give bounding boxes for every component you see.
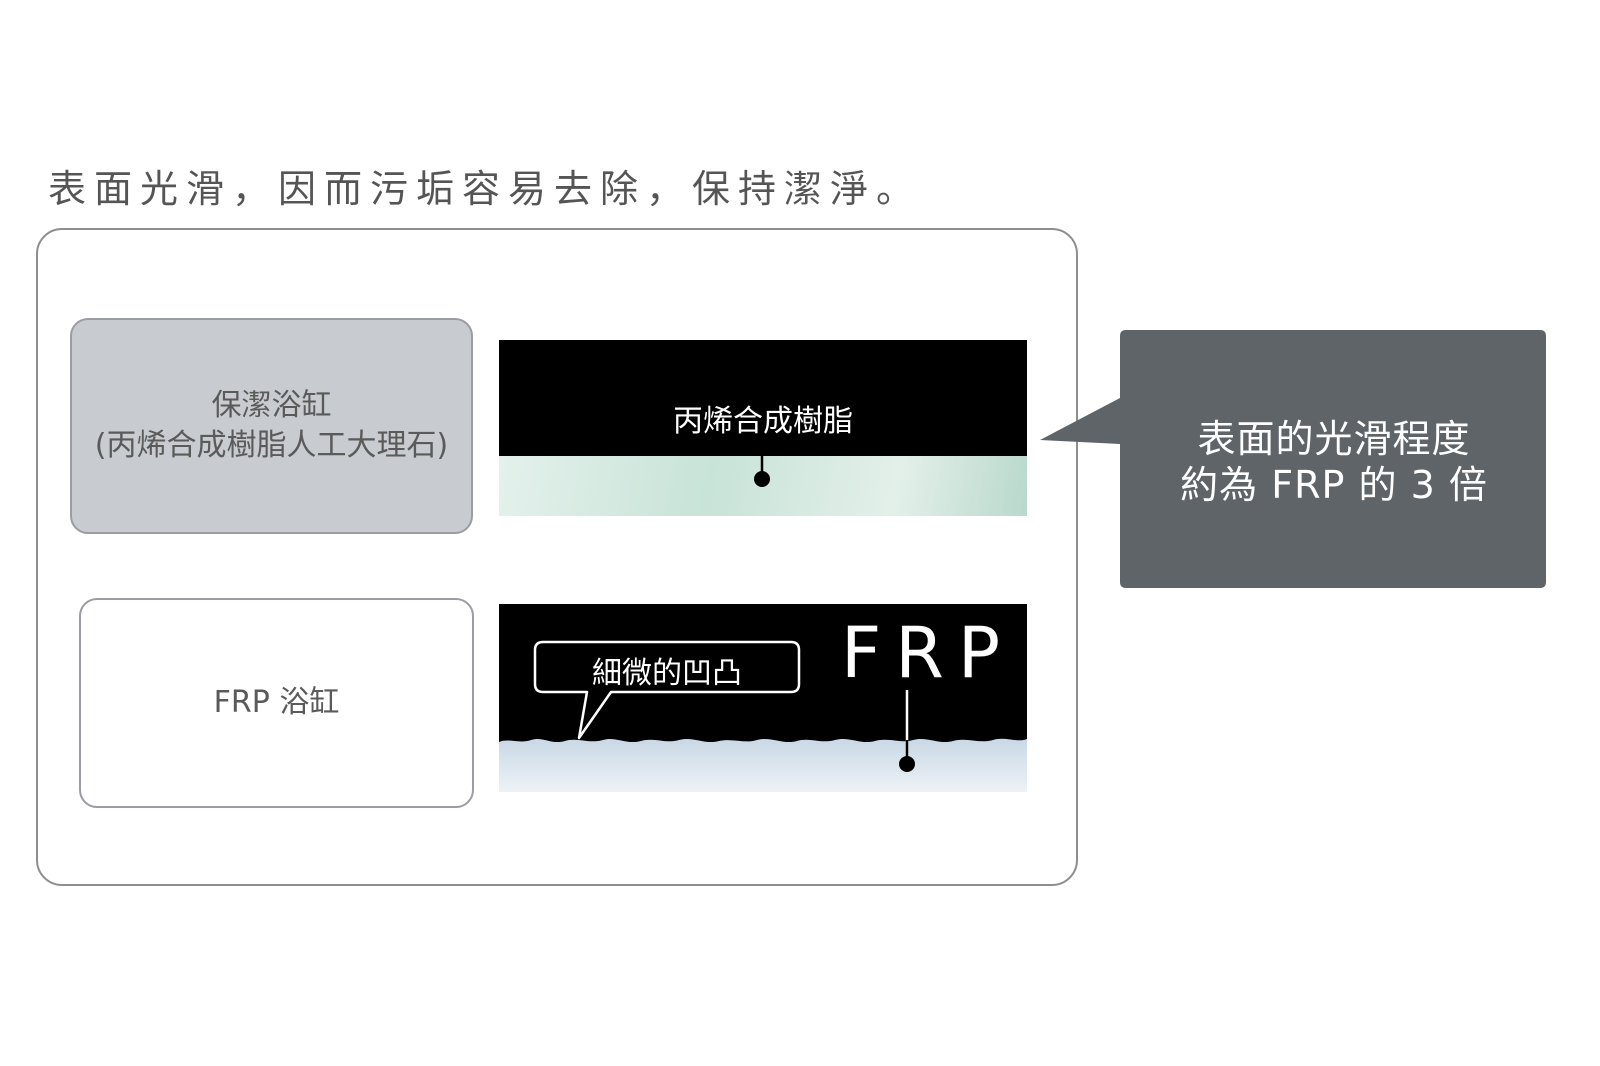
callout-shape xyxy=(1040,330,1546,588)
acrylic-bathtub-label-box: 保潔浴缸 (丙烯合成樹脂人工大理石) xyxy=(70,318,473,534)
frp-bathtub-label-box: FRP 浴缸 xyxy=(79,598,474,808)
frp-surface-graphic xyxy=(499,640,1027,792)
frp-surface-panel: 細微的凹凸 FRP xyxy=(499,604,1027,792)
callout-box xyxy=(1040,330,1546,588)
acrylic-material-label: 丙烯合成樹脂 xyxy=(673,404,853,439)
frp-bathtub-name: FRP 浴缸 xyxy=(213,685,340,720)
comparison-frame xyxy=(36,228,1078,886)
acrylic-bathtub-name: 保潔浴缸 xyxy=(211,388,332,423)
acrylic-bathtub-subname: (丙烯合成樹脂人工大理石) xyxy=(94,428,449,463)
callout-text: 表面的光滑程度 約為 FRP 的 3 倍 xyxy=(1122,416,1546,508)
fine-roughness-label: 細微的凹凸 xyxy=(592,656,742,691)
callout-line-1: 表面的光滑程度 xyxy=(1197,417,1471,461)
frp-material-label: FRP xyxy=(841,612,1015,694)
headline: 表面光滑，因而污垢容易去除，保持潔淨。 xyxy=(48,167,923,211)
rough-surface-layer xyxy=(499,738,1027,792)
frp-pointer-dot xyxy=(899,756,915,772)
acrylic-pointer xyxy=(754,436,770,487)
acrylic-surface-panel: 丙烯合成樹脂 xyxy=(499,340,1027,516)
acrylic-pointer-dot xyxy=(754,471,770,487)
callout-line-2: 約為 FRP 的 3 倍 xyxy=(1180,463,1488,507)
speech-bubble-shape xyxy=(533,640,801,740)
